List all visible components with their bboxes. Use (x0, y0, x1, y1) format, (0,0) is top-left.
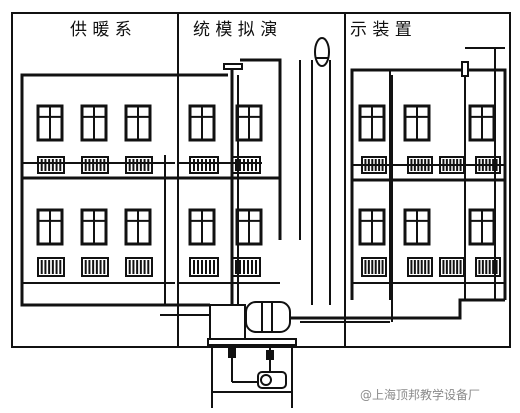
right-air-vent (461, 61, 469, 77)
window (36, 104, 64, 142)
title-part-3: 示 装 置 (350, 20, 412, 40)
radiator (81, 257, 109, 277)
radiator (189, 156, 219, 174)
diagram-frame (11, 12, 511, 348)
window (188, 104, 216, 142)
radiators (37, 156, 501, 277)
window (188, 208, 216, 246)
window (80, 208, 108, 246)
pipe-network (20, 47, 505, 323)
return-main-right (290, 298, 505, 320)
windows (36, 104, 496, 246)
boiler-assembly (209, 301, 291, 340)
expansion-tank (314, 37, 330, 67)
window (80, 104, 108, 142)
radiator (231, 156, 261, 174)
window (403, 104, 431, 142)
page-title: 供 暖 系 统 模 拟 演 示 装 置 (70, 20, 412, 40)
window (358, 208, 386, 246)
tank-supply-pipe (240, 58, 282, 240)
boiler-box (209, 304, 246, 340)
radiator (37, 257, 65, 277)
radiator (189, 257, 219, 277)
radiator (125, 257, 153, 277)
expansion-tank-body (314, 37, 330, 67)
window (403, 208, 431, 246)
window (468, 208, 496, 246)
left-building-roof (20, 73, 175, 300)
window (468, 104, 496, 142)
radiator (475, 257, 501, 277)
radiator (361, 257, 387, 277)
circulation-pump (257, 371, 287, 389)
pump-impeller (260, 374, 272, 386)
stand-top (207, 338, 297, 346)
return-main (20, 300, 210, 307)
radiator (81, 156, 109, 174)
title-part-1: 供 暖 系 (70, 20, 132, 40)
radiator (125, 156, 153, 174)
radiator (37, 156, 65, 174)
window (235, 208, 263, 246)
air-vent-valve (223, 63, 243, 70)
radiator (231, 257, 261, 277)
outer-border (11, 12, 511, 348)
radiator (407, 257, 433, 277)
window (124, 208, 152, 246)
window (36, 208, 64, 246)
right-building-roof (350, 68, 507, 300)
window (358, 104, 386, 142)
valve-small-2 (266, 350, 274, 360)
boiler-cylinder (245, 301, 291, 333)
title-part-2: 统 模 拟 演 (193, 20, 277, 40)
watermark-text: @上海顶邦教学设备厂 (360, 387, 480, 402)
window (124, 104, 152, 142)
valve-small (228, 348, 236, 358)
window (235, 104, 263, 142)
radiator (439, 257, 465, 277)
